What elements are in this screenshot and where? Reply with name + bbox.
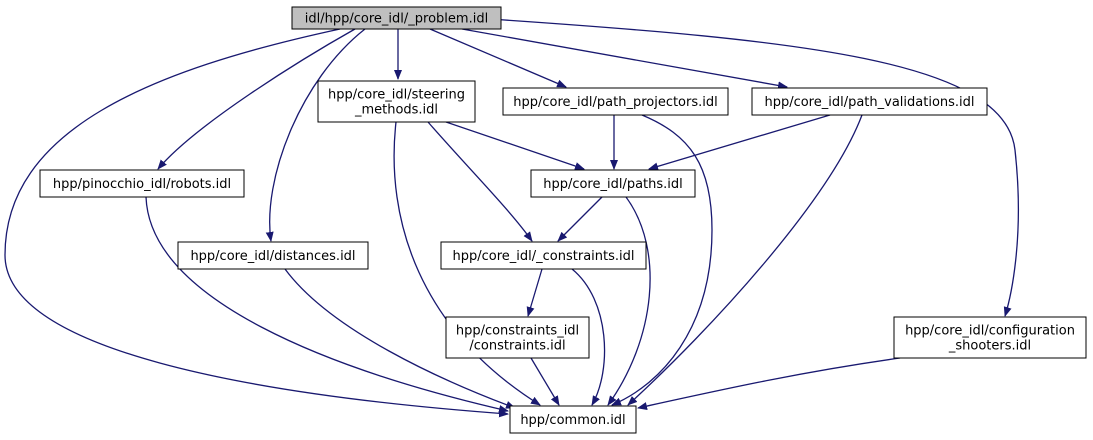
edge-steering-to-common: [393, 121, 541, 406]
node-label: _methods.idl: [354, 103, 438, 118]
node-projectors[interactable]: hpp/core_idl/path_projectors.idl: [502, 87, 729, 116]
edge-distances-to-common: [284, 268, 516, 409]
edge-constraints-to-common: [571, 268, 606, 406]
edge-problem-to-validations: [461, 28, 788, 90]
node-label: hpp/common.idl: [520, 413, 625, 428]
edge-robots-to-common: [145, 196, 509, 413]
node-box: [502, 87, 729, 116]
node-label: hpp/pinocchio_idl/robots.idl: [53, 177, 231, 192]
node-box: [893, 316, 1087, 359]
edge-paths-to-common: [607, 196, 651, 406]
node-label: hpp/core_idl/path_validations.idl: [764, 95, 974, 110]
edge-validations-to-common: [627, 114, 863, 406]
node-box: [39, 169, 245, 198]
node-box: [509, 405, 637, 434]
node-label: hpp/core_idl/steering: [328, 88, 465, 103]
edge-problem-to-robots: [157, 28, 356, 170]
node-robots[interactable]: hpp/pinocchio_idl/robots.idl: [39, 169, 245, 198]
node-box: [440, 241, 647, 270]
node-problem[interactable]: idl/hpp/core_idl/_problem.idl: [291, 6, 502, 30]
node-constraints[interactable]: hpp/core_idl/_constraints.idl: [440, 241, 647, 270]
node-box: [530, 169, 696, 198]
edge-problem-to-common: [4, 28, 509, 418]
node-label: hpp/core_idl/path_projectors.idl: [513, 95, 718, 110]
node-label: idl/hpp/core_idl/_problem.idl: [305, 12, 488, 27]
node-label: hpp/core_idl/_constraints.idl: [453, 249, 635, 264]
node-distances[interactable]: hpp/core_idl/distances.idl: [177, 241, 369, 270]
node-label: hpp/constraints_idl: [456, 324, 579, 339]
node-box: [291, 6, 502, 30]
node-box: [177, 241, 369, 270]
node-label: _shooters.idl: [948, 339, 1031, 354]
edge-constraints_idl-to-common: [530, 357, 560, 406]
edge-problem-to-config_shooters: [489, 18, 1019, 317]
edge-constraints-to-constraints_idl: [526, 268, 543, 317]
node-validations[interactable]: hpp/core_idl/path_validations.idl: [751, 87, 988, 116]
node-paths[interactable]: hpp/core_idl/paths.idl: [530, 169, 696, 198]
node-label: /constraints.idl: [469, 339, 565, 354]
edge-validations-to-paths: [648, 114, 831, 171]
node-label: hpp/core_idl/paths.idl: [543, 177, 683, 192]
edge-paths-to-constraints: [557, 196, 603, 242]
node-label: hpp/core_idl/distances.idl: [190, 249, 355, 264]
edge-problem-to-distances: [265, 28, 366, 242]
node-steering[interactable]: hpp/core_idl/steering_methods.idl: [317, 80, 476, 123]
node-box: [751, 87, 988, 116]
edge-steering-to-constraints: [427, 121, 533, 242]
edge-projectors-to-common: [611, 114, 713, 406]
node-box: [317, 80, 476, 123]
edge-steering-to-paths: [445, 121, 585, 170]
edge-problem-to-projectors: [429, 28, 567, 88]
node-constraints-idl[interactable]: hpp/constraints_idl/constraints.idl: [445, 316, 590, 359]
node-label: hpp/core_idl/configuration: [905, 324, 1075, 339]
node-common[interactable]: hpp/common.idl: [509, 405, 637, 434]
node-box: [445, 316, 590, 359]
edge-config_shooters-to-common: [637, 357, 901, 410]
node-config-shooters[interactable]: hpp/core_idl/configuration_shooters.idl: [893, 316, 1087, 359]
